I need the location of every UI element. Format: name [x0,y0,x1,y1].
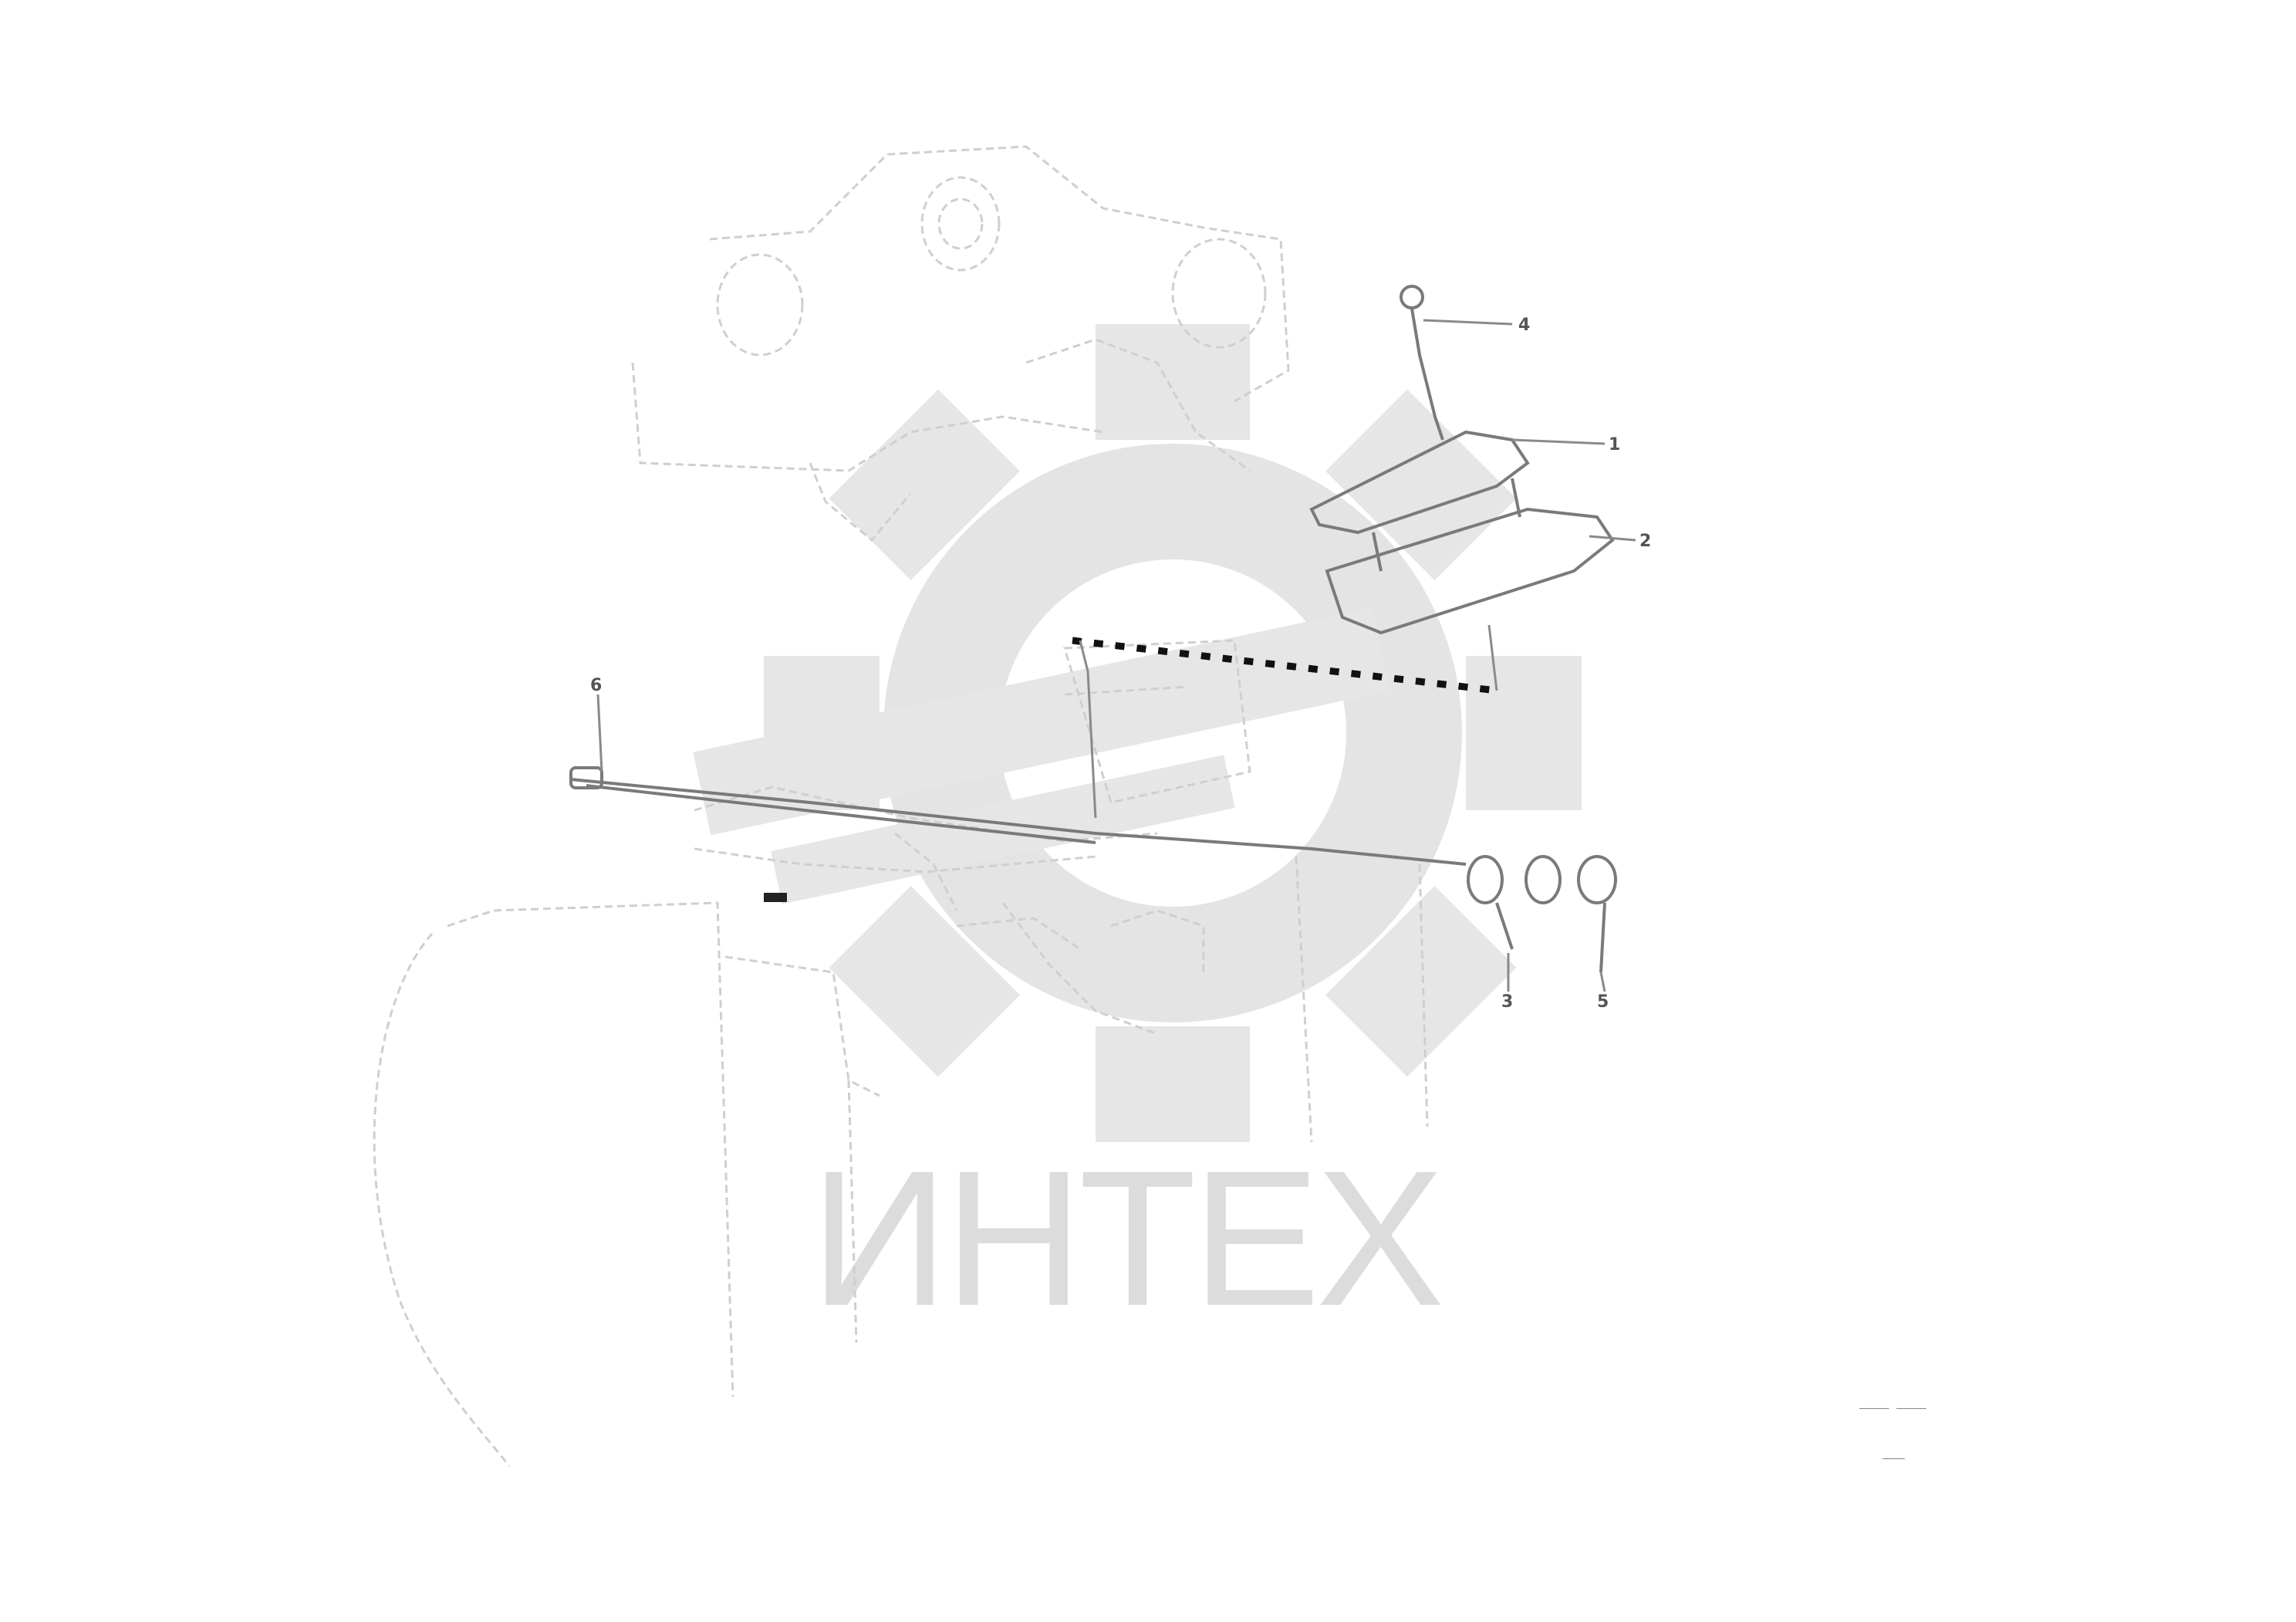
callout-part-3: 3 [1501,992,1513,1012]
reference-note: ———— ———— [1859,1401,1926,1415]
clip-marker [764,893,787,902]
harness-leads [1079,624,1498,819]
callout-part-6: 6 [590,676,602,695]
bracket-plates [1309,430,1615,635]
main-cable [569,766,1467,866]
engine-block-outline [373,145,1429,1467]
callout-part-2: 2 [1639,532,1651,551]
callout-part-4: 4 [1518,316,1530,335]
callout-part-5: 5 [1597,992,1609,1012]
watermark-brand-text: ИНТЕХ [810,1130,1444,1346]
leader-lines [596,319,1636,992]
connectors [1467,855,1617,973]
wiring-harness-dashed [1072,637,1497,694]
reference-code: ——— [1882,1451,1905,1465]
sensor-part [1400,285,1444,441]
callout-part-1: 1 [1609,435,1620,454]
